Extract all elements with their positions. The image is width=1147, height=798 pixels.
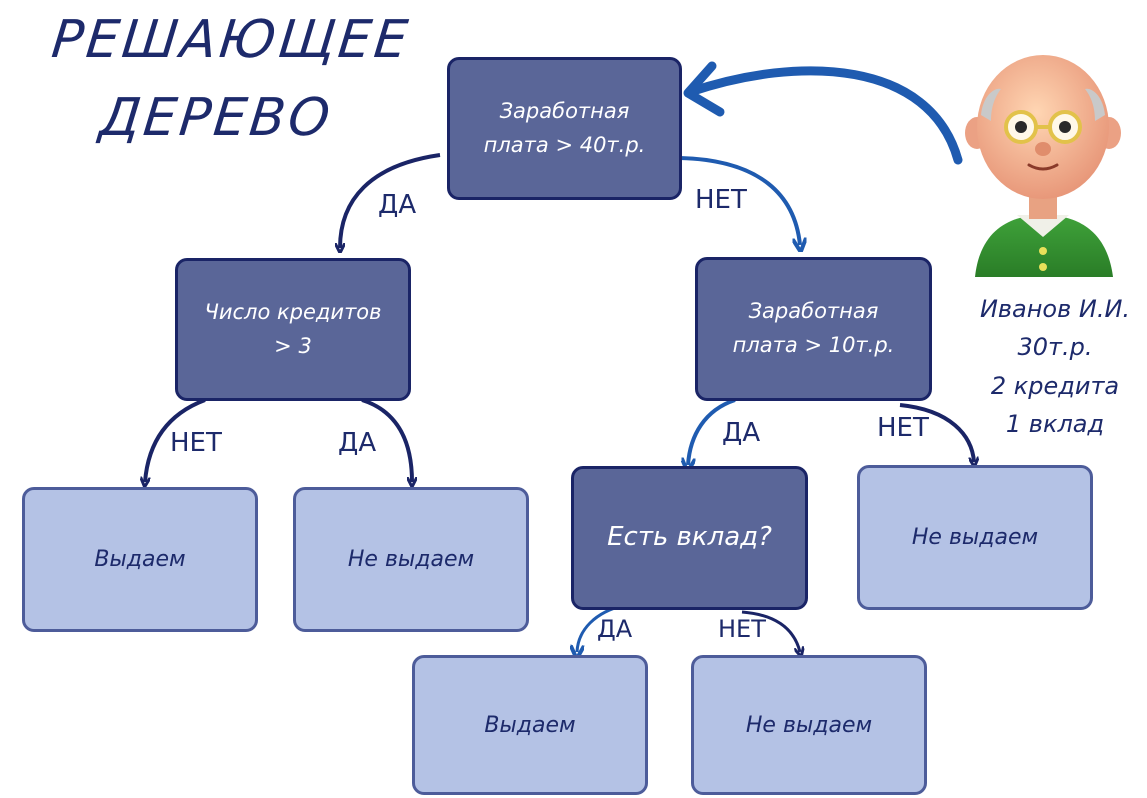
node-root-line2: плата > 40т.р.: [483, 132, 646, 157]
edge-right-no: [899, 403, 974, 462]
person-to-root-arrow: [685, 66, 963, 165]
edge-right-yes: [688, 398, 736, 465]
edge-left-yes: [361, 398, 412, 482]
node-salary-10: Заработная плата > 10т.р.: [695, 257, 932, 401]
node-credits-line2: > 3: [274, 333, 312, 358]
edge-root-no: [679, 156, 800, 245]
label-deposit-no: НЕТ: [718, 615, 766, 643]
person-deposits: 1 вклад: [1005, 410, 1105, 439]
node-salary10-line2: плата > 10т.р.: [732, 333, 895, 357]
edge-root-yes: [340, 153, 441, 248]
label-right-yes: ДА: [722, 418, 761, 448]
label-root-no: НЕТ: [695, 185, 747, 215]
leaf-left-no: Выдаем: [22, 487, 258, 632]
node-deposit-label: Есть вклад?: [607, 522, 772, 553]
node-root-salary-40: Заработная плата > 40т.р.: [447, 57, 682, 200]
person-info: Иванов И.И. 30т.р. 2 кредита 1 вклад: [965, 290, 1145, 444]
label-left-no: НЕТ: [170, 428, 222, 458]
label-root-yes: ДА: [378, 190, 417, 220]
node-salary10-line1: Заработная: [748, 299, 879, 324]
node-root-line1: Заработная: [499, 98, 630, 123]
person-avatar-icon: [965, 55, 1121, 277]
node-credits-line1: Число кредитов: [204, 299, 382, 324]
node-has-deposit: Есть вклад?: [571, 466, 808, 610]
leaf-right-no: Не выдаем: [857, 465, 1093, 610]
leaf-deposit-yes: Выдаем: [412, 655, 648, 795]
node-credits-count: Число кредитов > 3: [175, 258, 411, 401]
leaf-deposit-no: Не выдаем: [691, 655, 927, 795]
edge-deposit-no: [741, 610, 800, 652]
person-salary: 30т.р.: [1017, 333, 1093, 362]
label-deposit-yes: ДА: [597, 615, 633, 643]
person-arrow-head: [683, 61, 725, 117]
person-credits: 2 кредита: [990, 371, 1120, 400]
label-left-yes: ДА: [338, 428, 377, 458]
leaf-left-yes: Не выдаем: [293, 487, 529, 632]
label-right-no: НЕТ: [877, 413, 929, 443]
edge-left-no: [145, 398, 206, 482]
person-name: Иванов И.И.: [979, 295, 1131, 323]
